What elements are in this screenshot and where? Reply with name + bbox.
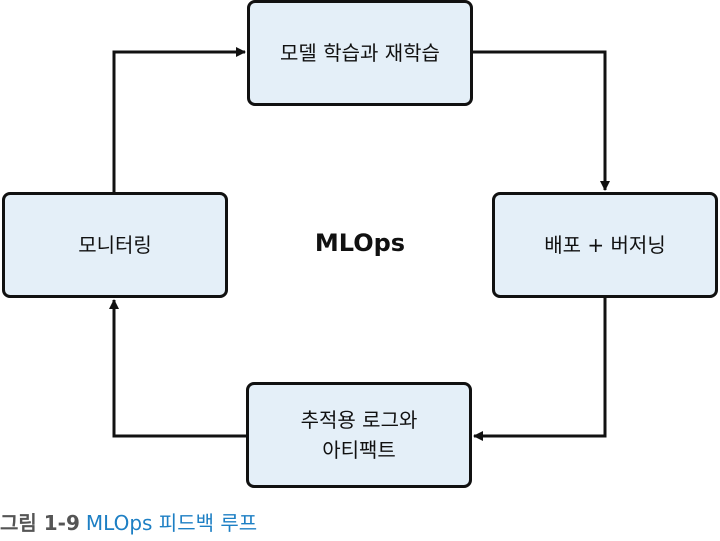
node-model-training-label: 모델 학습과 재학습 — [280, 41, 440, 65]
node-deployment-versioning: 배포 + 버저닝 — [492, 192, 718, 298]
arrow-deploy-to-track — [473, 298, 607, 441]
center-label: MLOps — [314, 229, 406, 257]
node-monitoring-label: 모니터링 — [78, 233, 152, 257]
node-model-training: 모델 학습과 재학습 — [247, 0, 473, 106]
node-tracking-logs-artifacts: 추적용 로그와 아티팩트 — [246, 382, 472, 488]
node-tracking-label-line2: 아티팩트 — [322, 438, 396, 462]
node-tracking-logs-artifacts-lines: 추적용 로그와 아티팩트 — [301, 405, 418, 465]
arrow-track-to-monitor — [109, 299, 246, 438]
node-monitoring: 모니터링 — [2, 192, 228, 298]
node-tracking-label-line1: 추적용 로그와 — [300, 408, 418, 432]
figure-title: MLOps 피드백 루프 — [85, 511, 258, 535]
arrow-train-to-deploy — [473, 50, 610, 191]
figure-number: 그림 1-9 — [0, 511, 80, 535]
node-deployment-versioning-label: 배포 + 버저닝 — [544, 233, 666, 257]
arrow-monitor-to-train — [112, 47, 246, 192]
